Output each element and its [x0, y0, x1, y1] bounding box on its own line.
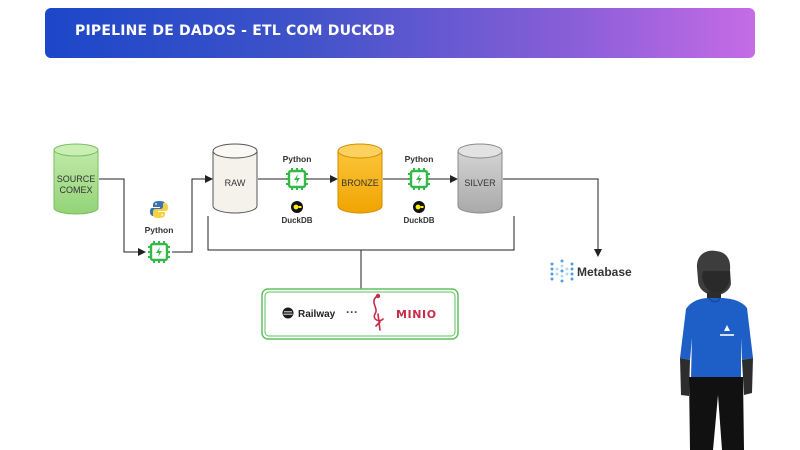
minio-flamingo-icon — [373, 293, 384, 331]
railway-label: Railway — [298, 309, 336, 320]
ellipsis-separator: ··· — [346, 305, 358, 319]
source-label-line2: COMEX — [59, 185, 92, 195]
silver-label: SILVER — [464, 178, 496, 188]
source-label-line1: SOURCE — [57, 174, 96, 184]
metabase-label: Metabase — [577, 265, 632, 279]
minio-label: MINIO — [396, 308, 437, 321]
processor-chip-icon — [408, 168, 430, 190]
presenter-avatar — [680, 250, 753, 450]
connector-python-to-raw — [172, 175, 213, 253]
storage-box — [261, 288, 459, 340]
storage-bracket — [207, 216, 515, 251]
connectors — [99, 175, 602, 289]
python-label-bronze-silver: Python — [405, 154, 434, 164]
connector-source-to-python — [99, 178, 146, 256]
processor-chip-icon — [148, 241, 170, 263]
processor-chip-icon — [286, 168, 308, 190]
source-comex-db[interactable]: SOURCE COMEX — [53, 143, 99, 215]
python-logo-icon — [150, 201, 168, 218]
raw-label: RAW — [225, 178, 246, 188]
duckdb-label-bronze-silver: DuckDB — [403, 216, 434, 225]
metabase-logo-icon — [550, 259, 574, 283]
bronze-label: BRONZE — [341, 178, 379, 188]
bronze-layer-db[interactable]: BRONZE — [337, 143, 383, 214]
raw-layer-db[interactable]: RAW — [212, 143, 258, 214]
page-title: PIPELINE DE DADOS - ETL COM DUCKDB — [75, 23, 396, 39]
python-label-source: Python — [145, 225, 174, 235]
duckdb-logo-icon — [413, 201, 425, 213]
railway-logo-icon — [282, 307, 294, 319]
python-label-raw-bronze: Python — [283, 154, 312, 164]
connector-silver-to-metabase — [503, 178, 602, 257]
duckdb-logo-icon — [291, 201, 303, 213]
duckdb-label-raw-bronze: DuckDB — [281, 216, 312, 225]
silver-layer-db[interactable]: SILVER — [457, 143, 503, 214]
header-banner: PIPELINE DE DADOS - ETL COM DUCKDB — [45, 8, 755, 58]
